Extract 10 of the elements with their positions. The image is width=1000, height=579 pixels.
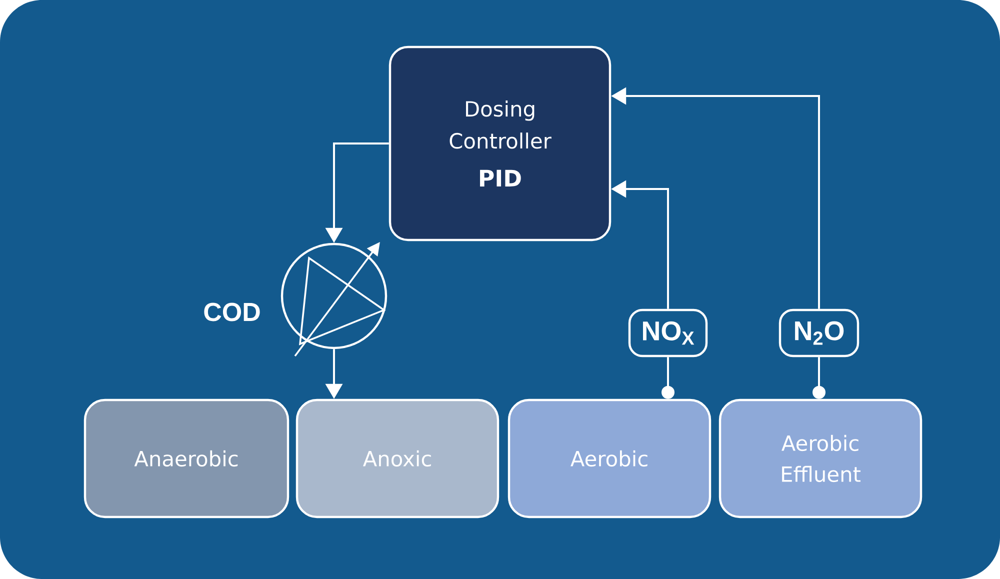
pump-label: COD xyxy=(204,302,260,322)
tank-box: Aerobic Effluent xyxy=(718,398,922,518)
tank-box: Aerobic xyxy=(508,398,712,518)
arrow xyxy=(662,357,674,399)
controller-box: Dosing Controller PID xyxy=(388,46,612,242)
sensor-box: N$_{2}$O xyxy=(778,308,860,358)
tank-box: Anoxic xyxy=(296,398,500,518)
sensor-box: NO$_{X}$ xyxy=(628,308,708,358)
arrow xyxy=(812,357,826,399)
tank-box: Anaerobic xyxy=(84,398,290,518)
